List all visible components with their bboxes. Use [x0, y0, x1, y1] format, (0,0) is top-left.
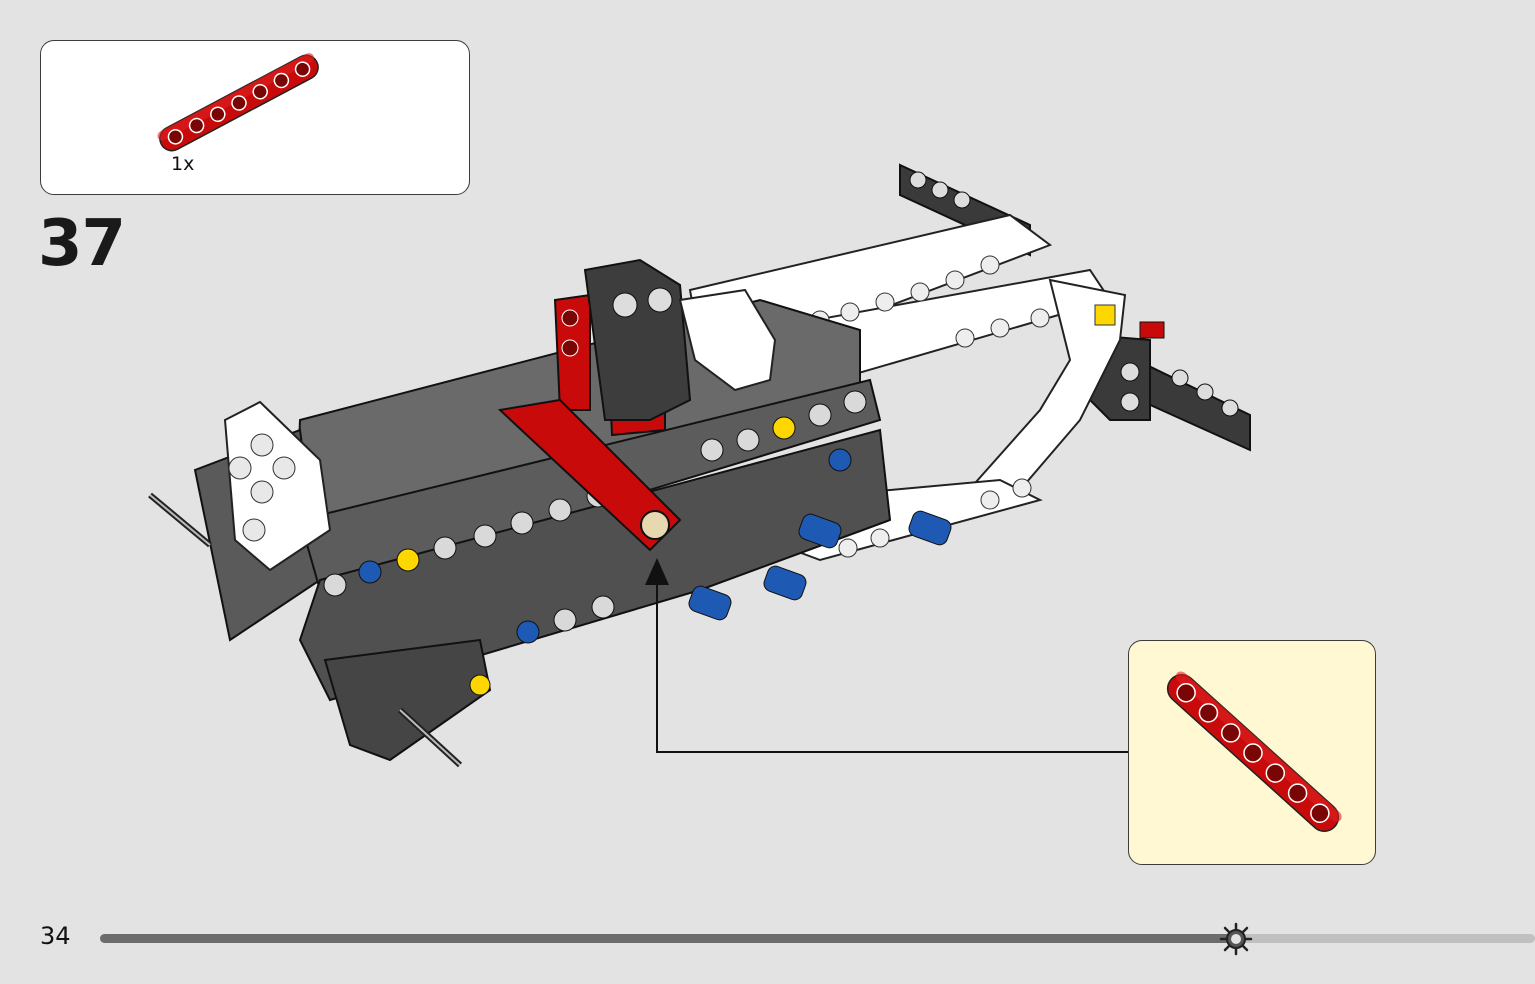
progress-bar	[100, 934, 1535, 943]
black-axles	[148, 492, 463, 768]
placement-arrow	[645, 558, 1128, 753]
progress-bar-fill	[100, 934, 1234, 943]
page-number: 34	[40, 922, 71, 950]
gear-icon	[1219, 922, 1253, 956]
dark-gray-upright	[583, 258, 692, 421]
step-number: 37	[38, 207, 126, 281]
red-beam-7-icon	[157, 53, 319, 152]
part-quantity: 1x	[171, 153, 195, 175]
parts-list-box: 1x	[40, 40, 470, 195]
assembly-callout	[1128, 640, 1376, 865]
white-front-block	[223, 400, 332, 572]
red-beam-7-icon	[1166, 671, 1342, 832]
blue-pins	[688, 510, 952, 621]
white-connector	[678, 288, 777, 392]
